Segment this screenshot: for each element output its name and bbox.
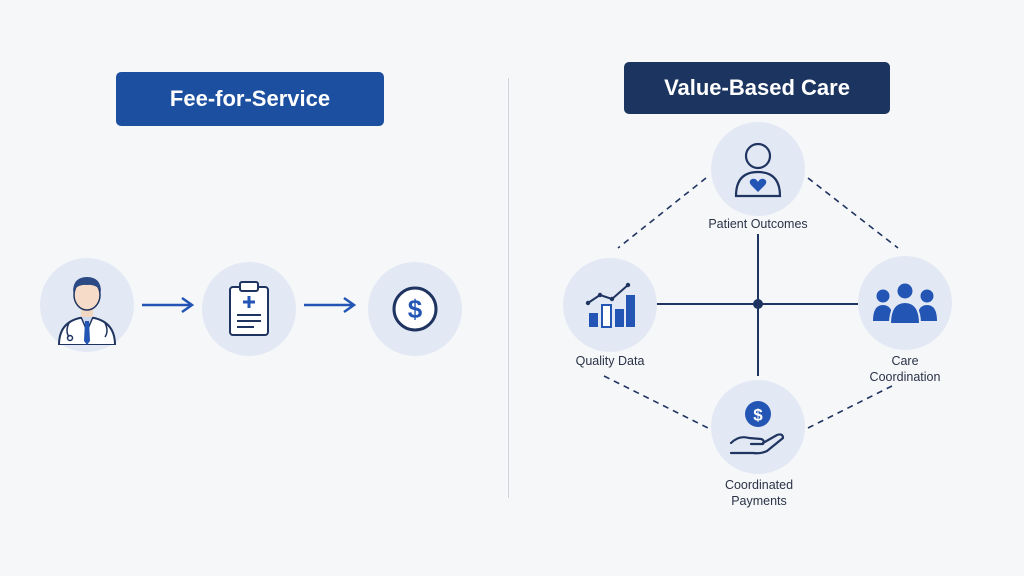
dashed-connector bbox=[603, 375, 709, 429]
value-based-care-title: Value-Based Care bbox=[624, 62, 890, 114]
care-coordination-label-line2: Coordination bbox=[869, 370, 941, 384]
patient-outcomes-label: Patient Outcomes bbox=[708, 217, 808, 231]
care-coordination-label: Care Coordination bbox=[840, 353, 970, 385]
fee-for-service-title: Fee-for-Service bbox=[116, 72, 384, 126]
dollar-icon: $ bbox=[392, 286, 438, 332]
svg-text:$: $ bbox=[408, 294, 423, 324]
doctor-icon bbox=[57, 277, 117, 345]
coordinated-payments-node: $ bbox=[711, 380, 805, 474]
care-coordination-label-line1: Care bbox=[891, 354, 919, 368]
quality-data-label: Quality Data bbox=[575, 354, 645, 368]
payment-step: $ bbox=[368, 262, 462, 356]
hand-coin-icon: $ bbox=[729, 401, 785, 455]
quality-data-node bbox=[563, 258, 657, 352]
center-node bbox=[753, 299, 763, 309]
dashed-connector bbox=[807, 385, 893, 429]
doctor-step bbox=[40, 258, 134, 352]
dashed-connector bbox=[807, 177, 899, 249]
svg-text:$: $ bbox=[753, 406, 763, 425]
section-divider bbox=[508, 78, 509, 498]
coordinated-payments-label-line1: Coordinated bbox=[724, 478, 794, 492]
patient-heart-icon bbox=[734, 142, 782, 198]
people-group-icon bbox=[873, 281, 937, 325]
clipboard-step bbox=[202, 262, 296, 356]
arrow-right-icon bbox=[304, 296, 357, 314]
care-coordination-node bbox=[858, 256, 952, 350]
dashed-connector bbox=[617, 177, 707, 249]
clipboard-icon bbox=[229, 281, 269, 336]
coordinated-payments-label: Coordinated Payments bbox=[694, 477, 824, 509]
coordinated-payments-label-line2: Payments bbox=[731, 494, 787, 508]
bar-chart-icon bbox=[585, 282, 635, 328]
patient-outcomes-node bbox=[711, 122, 805, 216]
arrow-right-icon bbox=[142, 296, 195, 314]
